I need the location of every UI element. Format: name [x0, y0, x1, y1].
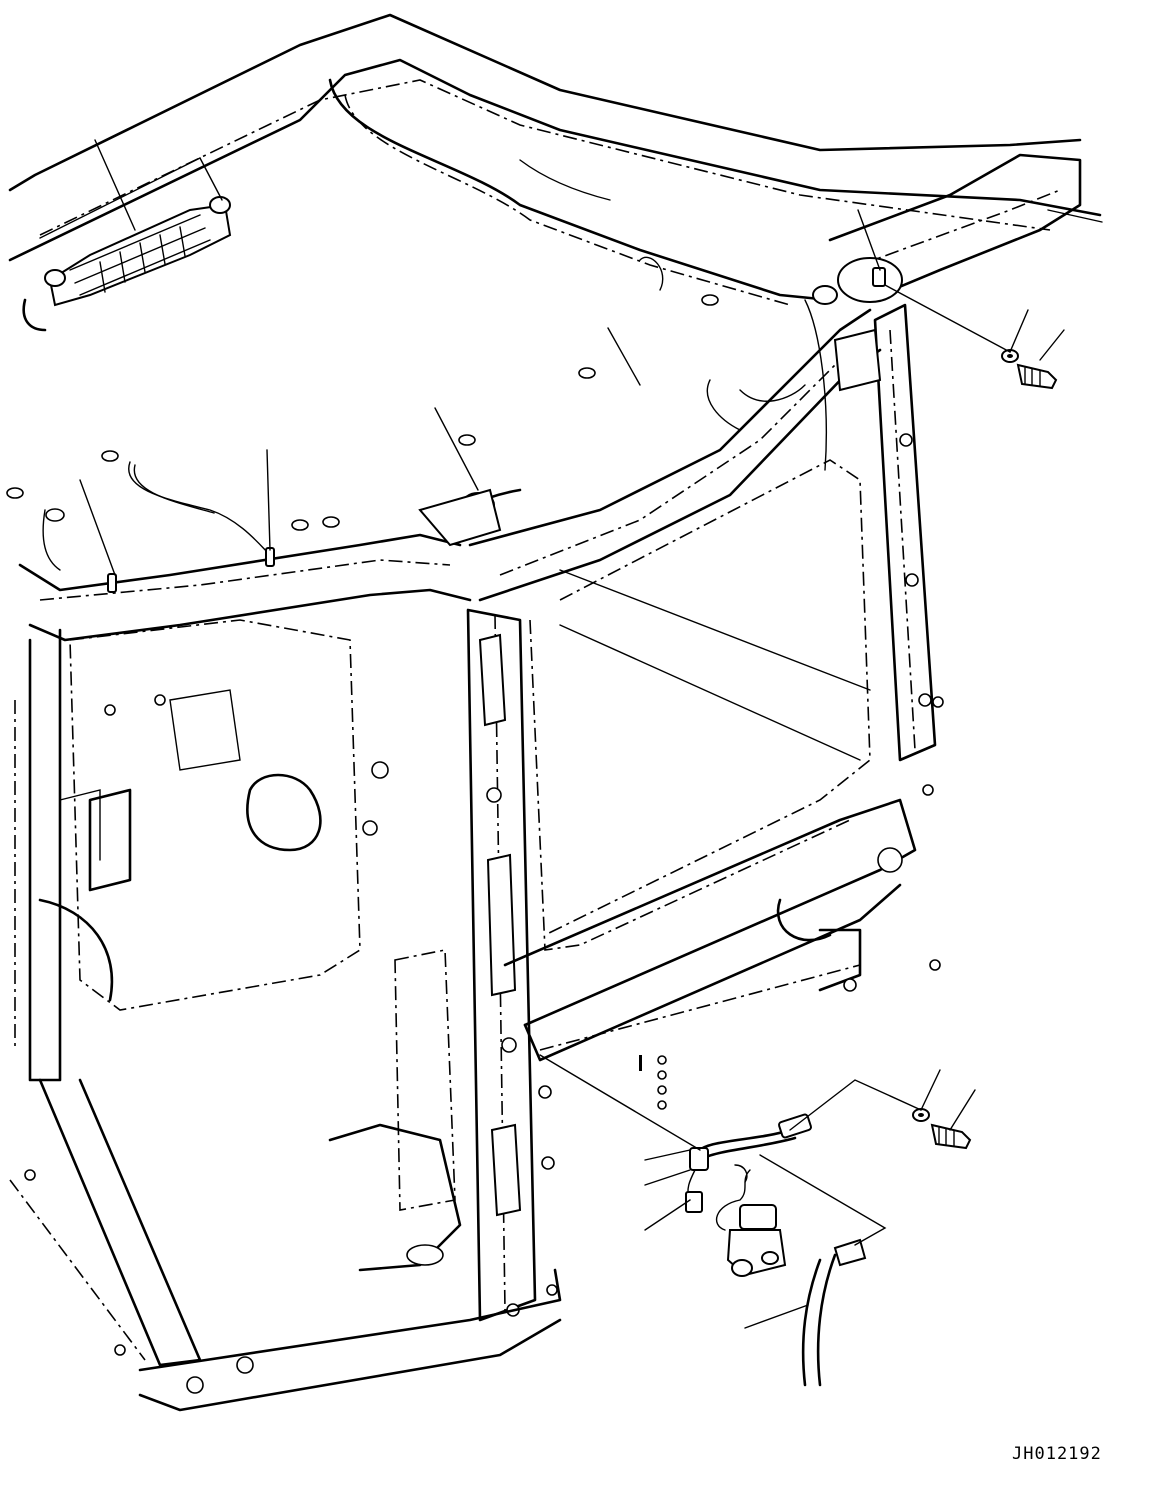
small-fasteners [538, 696, 944, 1296]
left-pillar [14, 628, 202, 1367]
lower-right-cable [801, 1238, 867, 1387]
right-rear-pillar [833, 303, 937, 762]
solenoid-harness [685, 1113, 812, 1277]
beam-clamps [107, 488, 502, 593]
roof-wiring-harness [42, 159, 827, 571]
front-upper-beam [18, 308, 882, 642]
side-window-frame [529, 459, 871, 951]
roof-frame [8, 13, 1102, 306]
left-console-panel [59, 619, 389, 1011]
bolt-lower-right [912, 1108, 972, 1150]
lower-side-beam [503, 798, 917, 1062]
leader-lines [39, 139, 1103, 1329]
bottom-base-frame [9, 949, 562, 1412]
top-left-connector-cluster [22, 196, 232, 332]
roof-grommets [6, 294, 719, 531]
drawing-code: JH012192 [1012, 1444, 1102, 1464]
bolt-top-right [1001, 349, 1058, 390]
front-center-pillar [466, 608, 537, 1322]
top-right-clamp [812, 257, 903, 305]
